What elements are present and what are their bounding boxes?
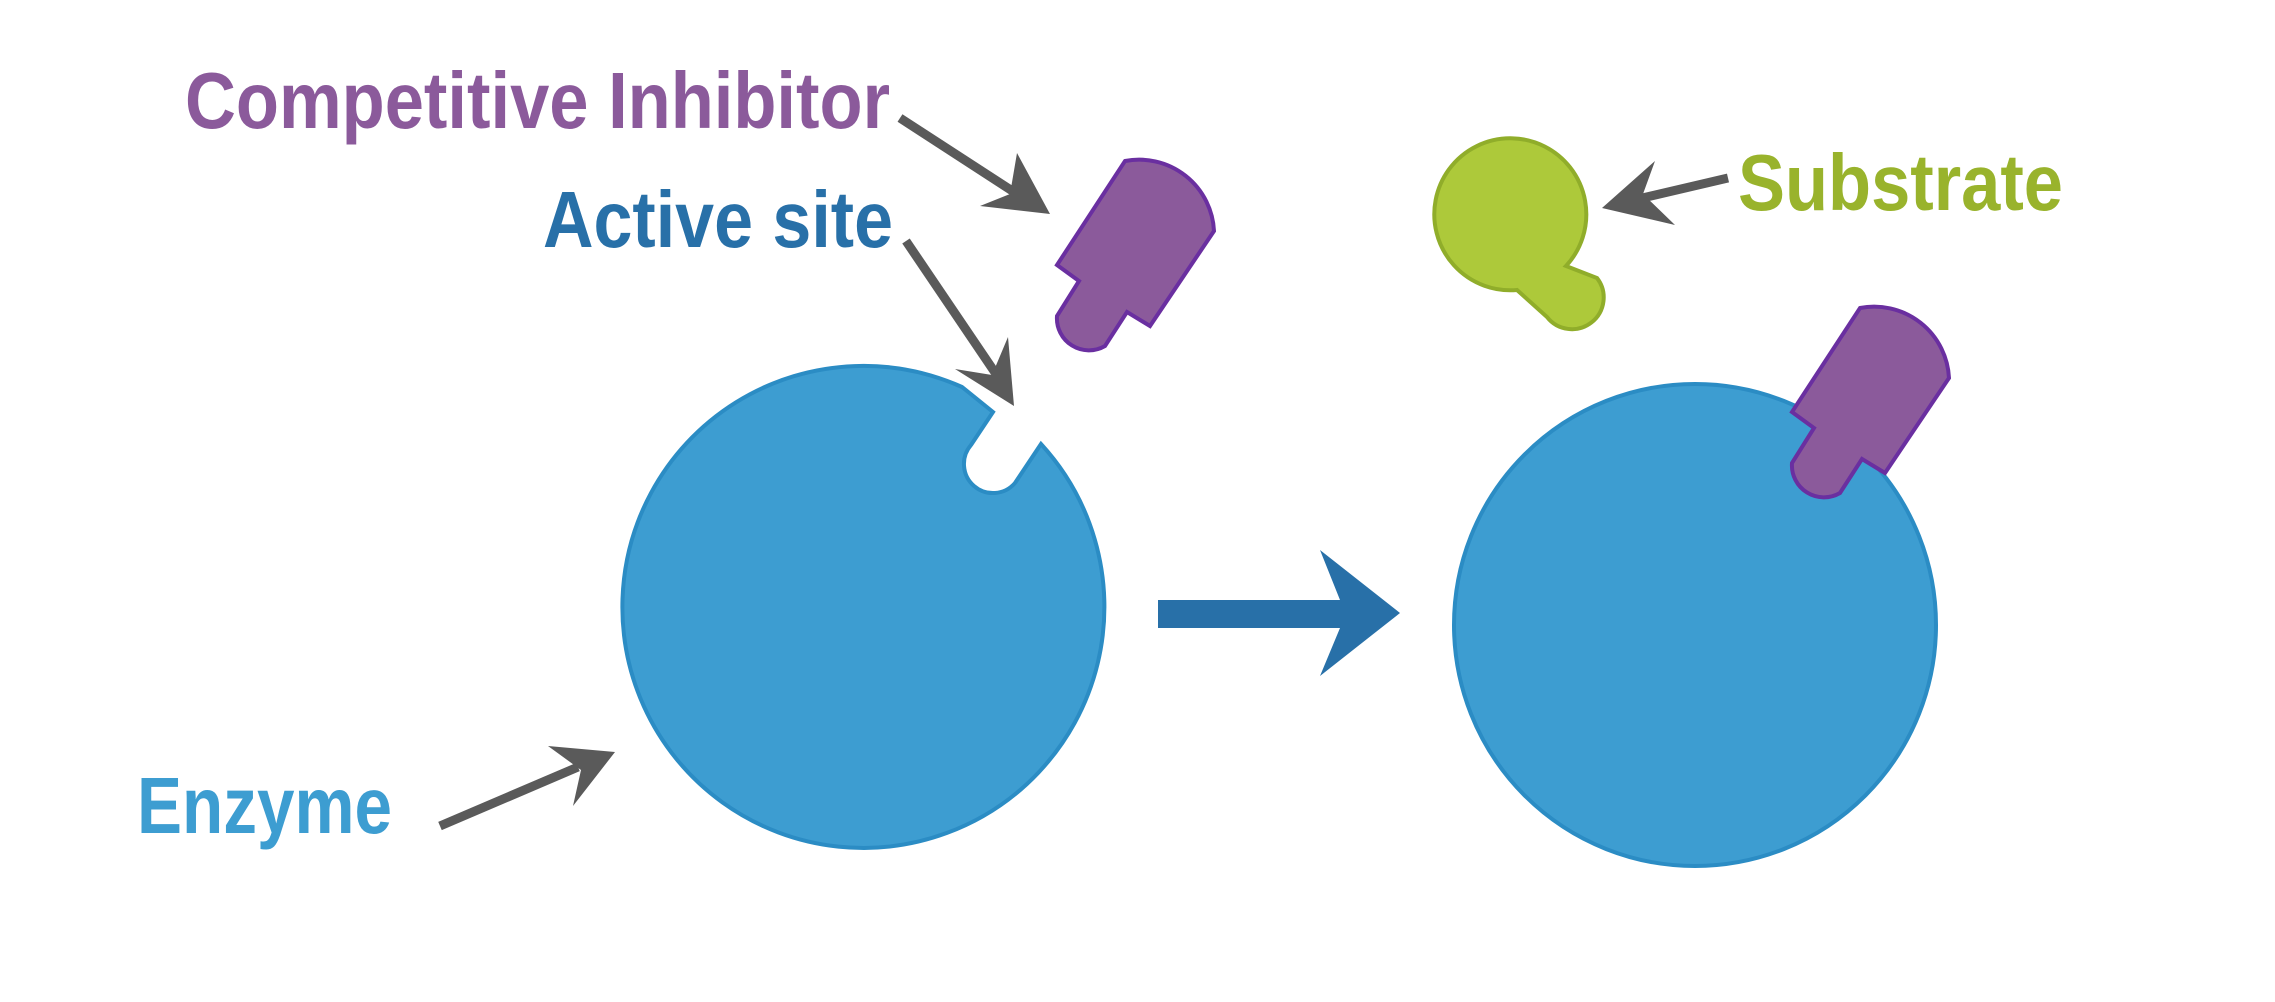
substrate-pointer-arrow xyxy=(1602,161,1730,225)
reaction-arrow xyxy=(1158,550,1400,676)
substrate-label: Substrate xyxy=(1738,138,2063,227)
competitive-inhibitor-shape xyxy=(1054,157,1217,353)
substrate-shape xyxy=(1432,136,1606,332)
enzyme-pointer-arrow xyxy=(438,746,615,831)
inhibitor-pointer-arrow xyxy=(897,114,1050,214)
active-site-pointer-arrow xyxy=(902,238,1014,406)
active-site-label: Active site xyxy=(543,175,893,264)
bound-inhibitor-shape xyxy=(1789,304,1952,500)
enzyme-with-active-site xyxy=(620,363,1107,850)
enzyme-label: Enzyme xyxy=(137,761,392,850)
competitive-inhibitor-label: Competitive Inhibitor xyxy=(185,56,890,145)
enzyme-inhibited xyxy=(1452,382,1938,868)
